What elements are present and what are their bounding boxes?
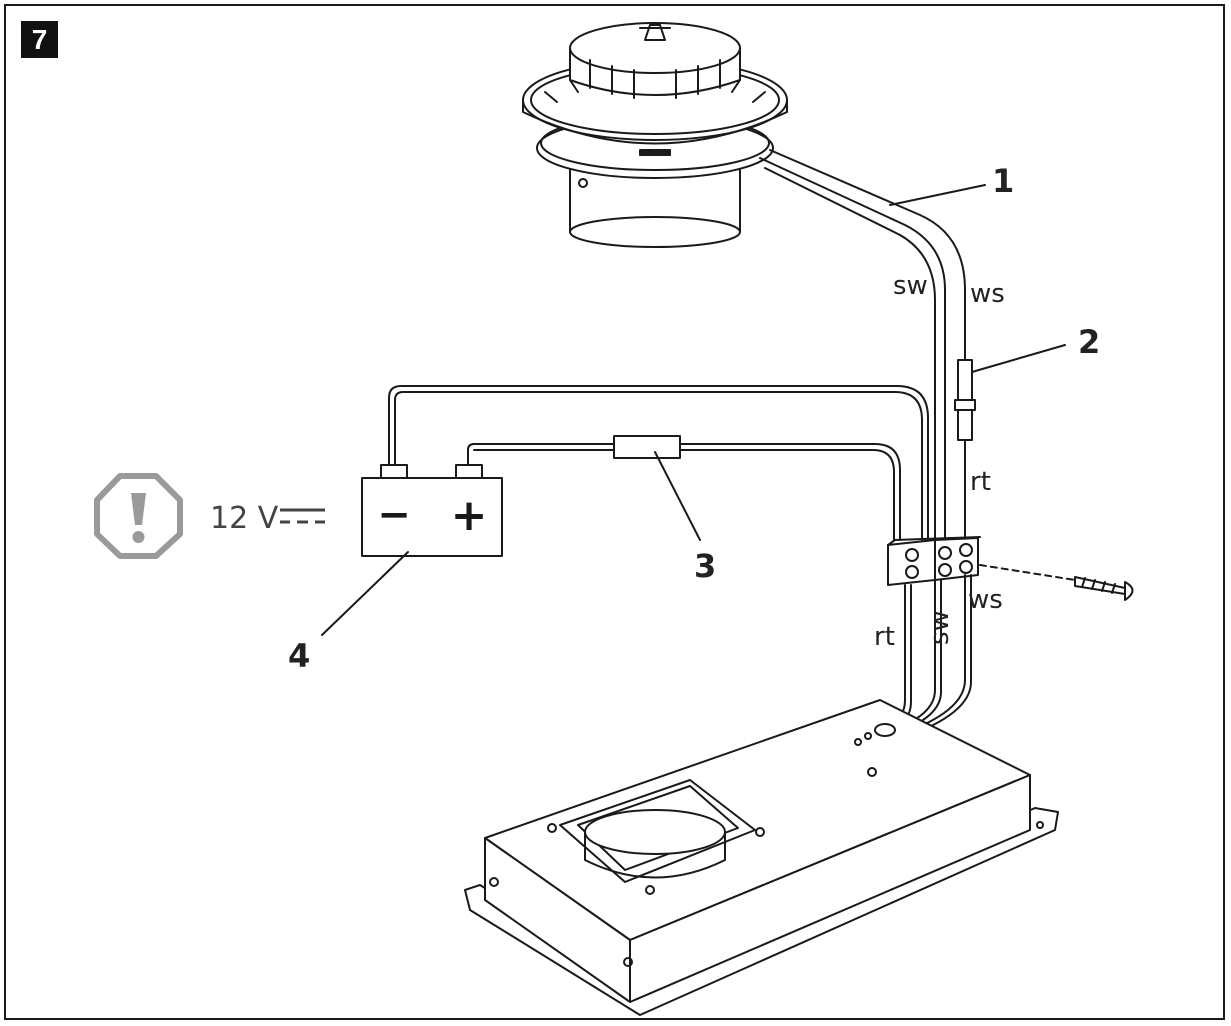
callout-2: 2 — [1078, 323, 1100, 361]
figure-frame — [4, 4, 1225, 1020]
battery-minus-sign: − — [377, 492, 411, 538]
wire-label-sw-upper: sw — [893, 271, 928, 301]
wire-label-ws-lower: ws — [968, 585, 1003, 615]
appliance-box — [464, 699, 1059, 1016]
leader-line-1 — [889, 184, 986, 206]
warning-octagon-icon — [94, 473, 183, 559]
battery-plus-sign: + — [451, 490, 488, 541]
leader-line-2 — [971, 344, 1066, 373]
screw-icon — [979, 564, 1134, 601]
roof-fan-unit — [522, 22, 788, 248]
voltage-label: 12 V — [210, 501, 279, 536]
battery-wiring — [388, 385, 929, 541]
callout-3: 3 — [694, 547, 716, 585]
figure-number-badge: 7 — [21, 21, 58, 58]
fuse — [613, 435, 681, 459]
leader-line-3 — [654, 451, 701, 541]
wire-label-rt-upper: rt — [970, 467, 991, 497]
inline-connector — [954, 359, 976, 541]
leader-line-4 — [321, 551, 409, 636]
wire-label-ws-upper: ws — [970, 279, 1005, 309]
battery — [361, 464, 503, 557]
callout-1: 1 — [992, 162, 1014, 200]
fan-cable — [759, 149, 966, 541]
dc-symbol-icon — [280, 508, 325, 524]
terminal-block — [887, 536, 981, 586]
callout-4: 4 — [288, 637, 310, 675]
wire-label-rt-lower: rt — [874, 622, 895, 652]
wire-label-sw-lower: sw — [925, 610, 955, 645]
